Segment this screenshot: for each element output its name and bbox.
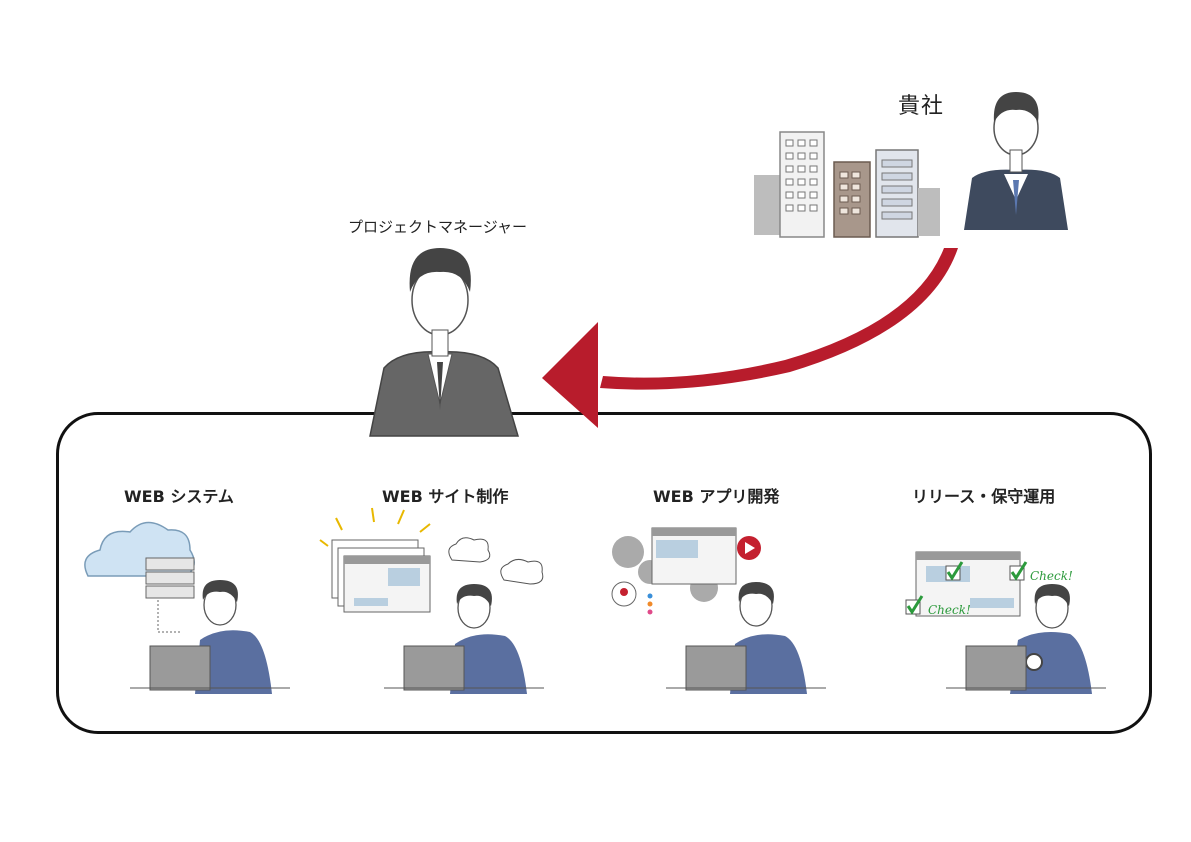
project-manager-person-icon <box>369 248 520 437</box>
maintenance-illustration: Check! Check! <box>905 551 1106 694</box>
client-label: 貴社 <box>898 94 945 119</box>
client-person-icon <box>964 92 1068 230</box>
check-annotation-1: Check! <box>1030 569 1073 583</box>
web-site-illustration <box>319 507 544 694</box>
web-system-illustration <box>84 521 290 694</box>
office-buildings-icon <box>754 131 940 238</box>
service-label-web-app: WEB アプリ開発 <box>653 487 780 506</box>
service-label-web-system: WEB システム <box>124 487 234 506</box>
service-label-maintenance: リリース・保守運用 <box>912 487 1056 506</box>
service-label-web-site: WEB サイト制作 <box>382 487 509 506</box>
check-annotation-2: Check! <box>928 603 971 617</box>
web-app-illustration <box>611 527 826 694</box>
assignment-arrow-icon <box>542 248 958 428</box>
project-manager-label: プロジェクトマネージャー <box>348 218 527 236</box>
